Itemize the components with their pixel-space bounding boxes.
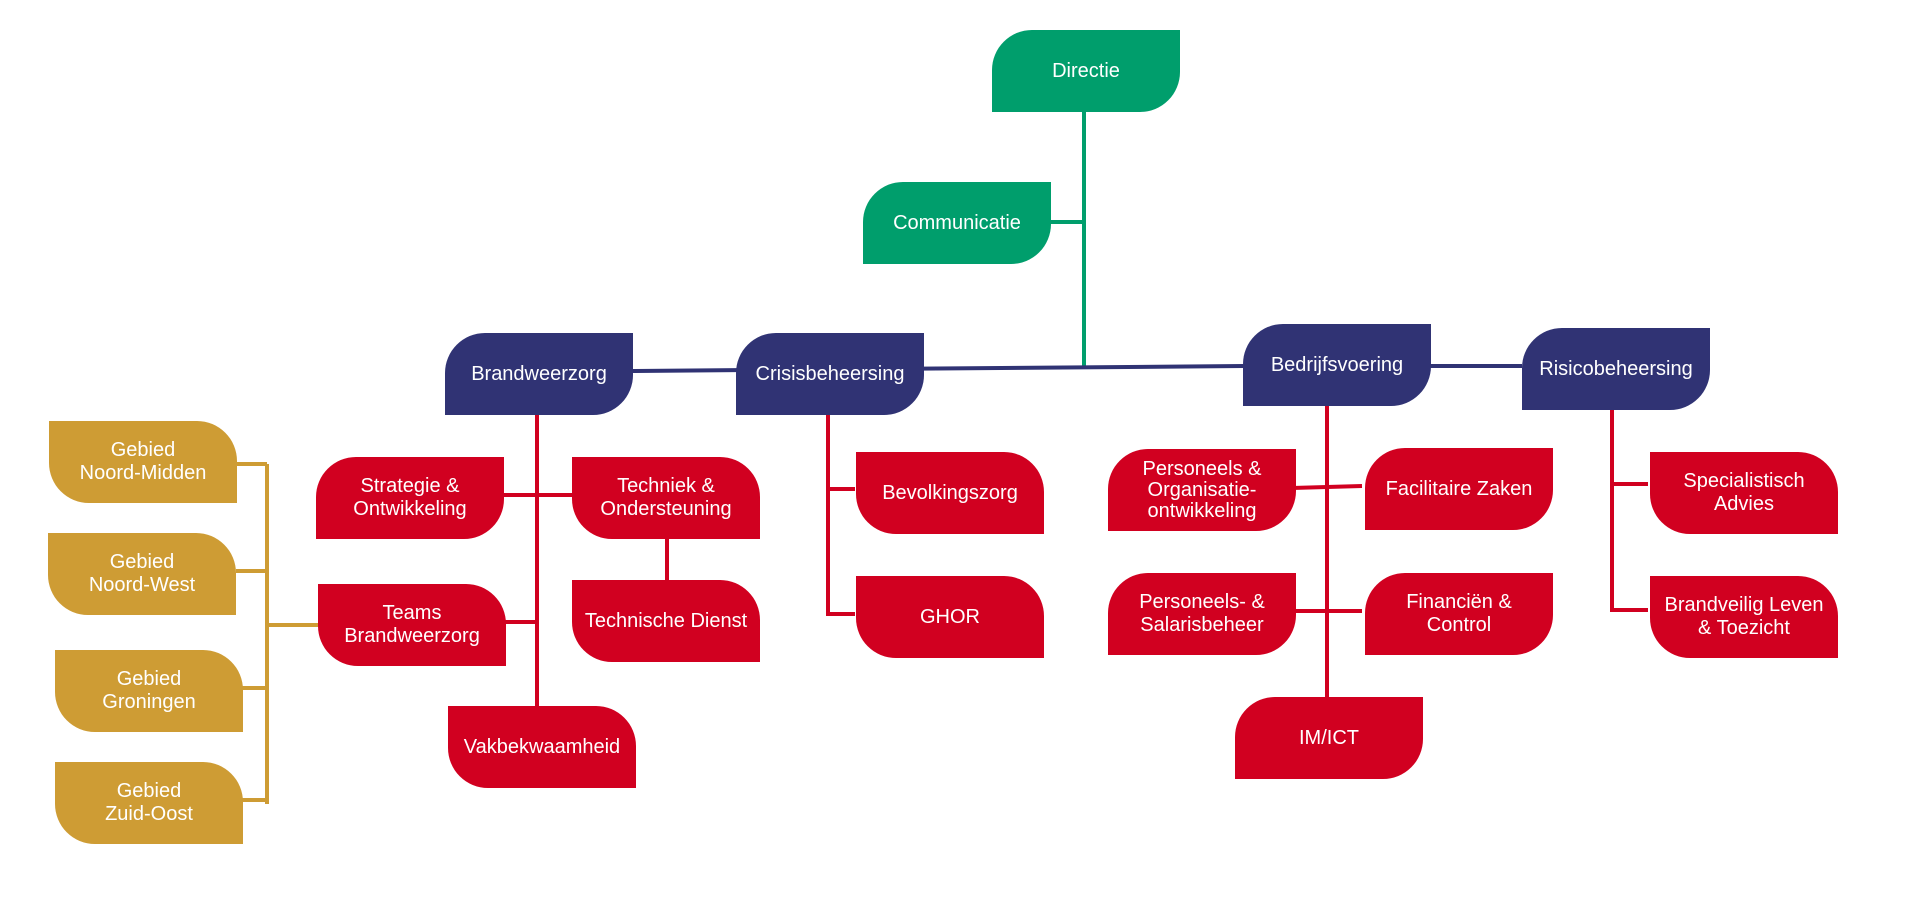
node-strategie-ontwikkeling: Strategie & Ontwikkeling [316, 457, 504, 539]
node-risicobeheersing: Risicobeheersing [1522, 328, 1710, 410]
node-facilitaire-zaken: Facilitaire Zaken [1365, 448, 1553, 530]
node-gebied-noord-midden: Gebied Noord-Midden [49, 421, 237, 503]
management-connectors [1048, 110, 1086, 368]
node-directie: Directie [992, 30, 1180, 112]
node-brandweerzorg: Brandweerzorg [445, 333, 633, 415]
node-imict: IM/ICT [1235, 697, 1423, 779]
node-crisisbeheersing: Crisisbeheersing [736, 333, 924, 415]
area-connectors [236, 462, 318, 804]
node-vakbekwaamheid: Vakbekwaamheid [448, 706, 636, 788]
node-specialistisch-advies: Specialistisch Advies [1650, 452, 1838, 534]
node-technische-dienst: Technische Dienst [572, 580, 760, 662]
node-gebied-groningen: Gebied Groningen [55, 650, 243, 732]
node-bedrijfsvoering: Bedrijfsvoering [1243, 324, 1431, 406]
node-gebied-noord-west: Gebied Noord-West [48, 533, 236, 615]
department-connectors [502, 404, 1648, 708]
node-communicatie: Communicatie [863, 182, 1051, 264]
node-ghor: GHOR [856, 576, 1044, 658]
node-techniek-ondersteuning: Techniek & Ondersteuning [572, 457, 760, 539]
node-gebied-zuid-oost: Gebied Zuid-Oost [55, 762, 243, 844]
node-teams-brandweerzorg: Teams Brandweerzorg [318, 584, 506, 666]
node-bevolkingszorg: Bevolkingszorg [856, 452, 1044, 534]
node-financien-control: Financiën & Control [1365, 573, 1553, 655]
node-brandveilig-leven-toezicht: Brandveilig Leven & Toezicht [1650, 576, 1838, 658]
node-personeels-organisatieontwikkeling: Personeels & Organisatie- ontwikkeling [1108, 449, 1296, 531]
node-personeels-salarisbeheer: Personeels- & Salarisbeheer [1108, 573, 1296, 655]
division-connectors [629, 364, 1522, 373]
